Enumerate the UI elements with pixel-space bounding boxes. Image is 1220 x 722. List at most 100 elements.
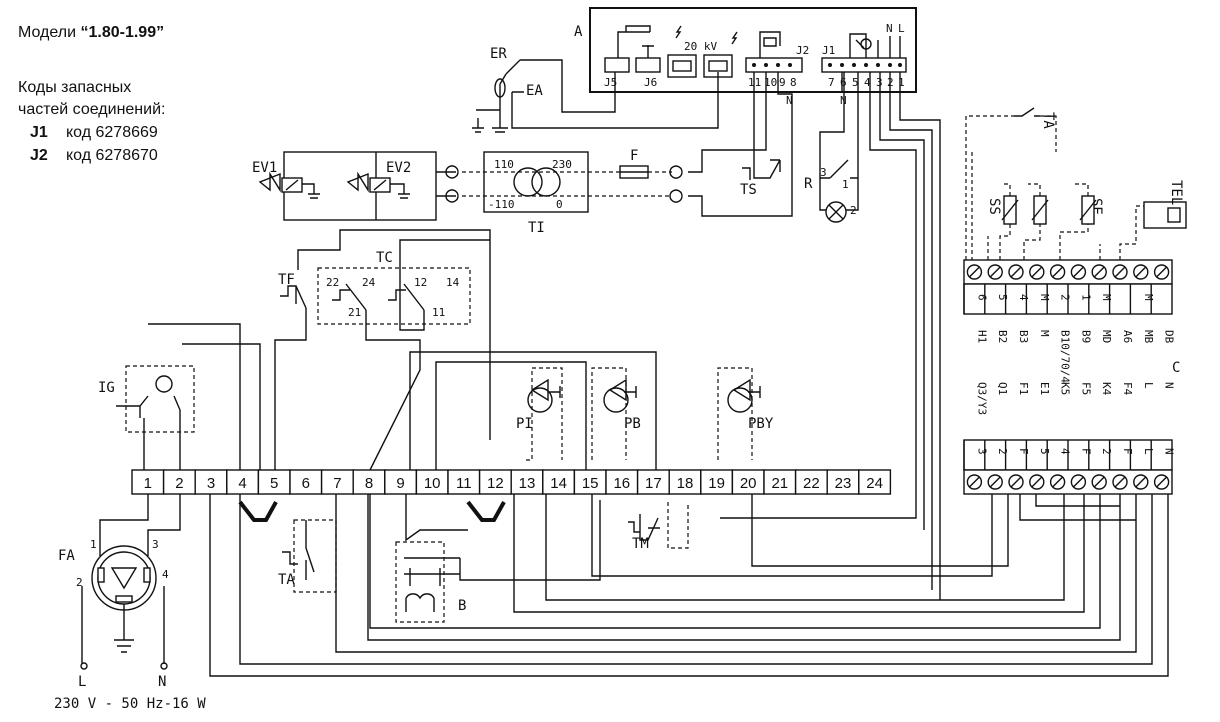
rtb-label-6: MD: [1100, 330, 1113, 343]
rbb-slot-6: 2: [1100, 448, 1113, 455]
fuse-label: F: [630, 148, 638, 164]
control-board: A J5 J6 20 kV J2 11 10 9 8 J1 7 6 5 4 3 …: [574, 7, 917, 93]
rbb-slot-7: F: [1121, 448, 1134, 455]
rbb-screw-1: [987, 474, 1003, 490]
rtb-screw-9: [1153, 264, 1170, 280]
j1-code: код 6278669: [66, 124, 158, 141]
terminal-label-12: 12: [487, 475, 504, 492]
ti-110: 110: [494, 158, 514, 171]
j2-pin-8: 8: [790, 76, 797, 89]
ta-left-label: TA: [278, 572, 295, 588]
rtb-slot-4: 2: [1059, 294, 1072, 301]
terminal-label-18: 18: [677, 475, 694, 492]
rtb-slot-6: M: [1100, 294, 1113, 301]
rbb-label-5: F5: [1079, 382, 1092, 395]
rbb-screw-4: [1049, 474, 1066, 490]
rtb-label-4: B10/70/4: [1059, 330, 1072, 383]
ev1-label: EV1: [252, 160, 277, 176]
terminal-label-5: 5: [270, 475, 278, 492]
rbb-screw-6: [1091, 474, 1107, 490]
terminal-2: [162, 469, 196, 495]
pb-label: PB: [624, 416, 641, 432]
terminal-label-8: 8: [365, 475, 373, 492]
pby-label: PBY: [748, 416, 774, 432]
rbb-slot-1: 2: [996, 448, 1009, 455]
rtb-screw-3: [1029, 264, 1045, 280]
r-pin-3: 3: [820, 166, 827, 179]
tc-label: TC: [376, 250, 393, 266]
rbb-label-6: K4: [1100, 382, 1113, 396]
rbb-screw-slot-0: [968, 476, 980, 488]
transformer-ti: 110 230 -110 0 TI F: [462, 72, 793, 236]
mains-connector-fa: FA 1 2 3 4 L N 230 V - 50 Hz-16 W: [54, 494, 206, 712]
fa-pin-1: 1: [90, 538, 97, 551]
rbb-screw-slot-3: [1031, 476, 1043, 488]
burner-b: B: [395, 494, 601, 623]
rbb-slot-9: N: [1163, 448, 1176, 455]
ignition-electrodes: ER EA: [472, 46, 719, 133]
terminal-label-6: 6: [302, 475, 310, 492]
rtb-screw-slot-6: [1093, 266, 1105, 278]
j2-pin-9: 9: [779, 76, 786, 89]
terminal-13: [510, 469, 544, 495]
rtb-label-9: DB: [1163, 330, 1176, 344]
rtb-label-3: M: [1038, 330, 1051, 337]
terminal-4: [226, 469, 260, 495]
j1-code-row: J1 код 6278669: [30, 122, 158, 144]
j2-n-label: N: [786, 94, 793, 107]
fa-pin-4: 4: [162, 568, 169, 581]
rtb-screw-slot-0: [968, 266, 980, 278]
rtb-slot-0: 6: [975, 294, 988, 301]
c-label: C: [1172, 360, 1180, 376]
rtb-screw-2: [1008, 264, 1024, 280]
b-label: B: [458, 598, 466, 614]
rbb-screw-7: [1112, 474, 1128, 490]
terminal-19: [700, 469, 734, 495]
rtb-label-5: B9: [1079, 330, 1092, 343]
j2-code: код 6278670: [66, 147, 158, 164]
tc-14: 14: [446, 276, 460, 289]
rtb-screw-slot-3: [1031, 266, 1043, 278]
ignition-switch-ig: IG: [98, 323, 261, 470]
j2-label: J2: [796, 44, 809, 57]
terminal-label-3: 3: [207, 475, 215, 492]
rbb-label-3: E1: [1038, 382, 1051, 395]
rbb-screw-slot-8: [1135, 476, 1147, 488]
mains-l: L: [78, 674, 86, 690]
terminal-label-9: 9: [396, 475, 404, 492]
terminal-10: [415, 469, 449, 495]
rtb-screw-1: [987, 264, 1003, 280]
tf-label: TF: [278, 272, 295, 288]
terminal-label-10: 10: [424, 475, 441, 492]
j2-pin-10: 10: [764, 76, 777, 89]
rbb-label-9: N: [1163, 382, 1176, 389]
rtb-screw-slot-1: [989, 266, 1001, 278]
j2-label: J2: [30, 147, 48, 164]
rbb-label-7: F4: [1121, 382, 1134, 396]
j1-pin-7: 7: [828, 76, 835, 89]
rtb-label-0: H1: [975, 330, 988, 343]
ss-label: SS: [986, 198, 1002, 215]
rtb-screw-slot-5: [1072, 266, 1084, 278]
terminal-7: [320, 469, 354, 495]
pi-label: PI: [516, 416, 533, 432]
hv-voltage: 20 kV: [684, 40, 717, 53]
ti-label: TI: [528, 220, 545, 236]
ti-230: 230: [552, 158, 572, 171]
terminal-label-4: 4: [238, 475, 246, 492]
rtb-screw-slot-4: [1052, 266, 1064, 278]
terminal-label-24: 24: [866, 475, 883, 492]
terminal-label-7: 7: [333, 475, 341, 492]
board-label: A: [574, 24, 583, 40]
rbb-screw-5: [1070, 474, 1087, 490]
title-models: “1.80-1.99”: [80, 24, 165, 41]
rtb-screw-7: [1112, 264, 1128, 280]
terminal-label-16: 16: [613, 475, 630, 492]
fa-pin-3: 3: [152, 538, 159, 551]
j2-code-row: J2 код 6278670: [30, 145, 158, 167]
rtb-screw-slot-7: [1114, 266, 1126, 278]
ig-label: IG: [98, 380, 115, 396]
